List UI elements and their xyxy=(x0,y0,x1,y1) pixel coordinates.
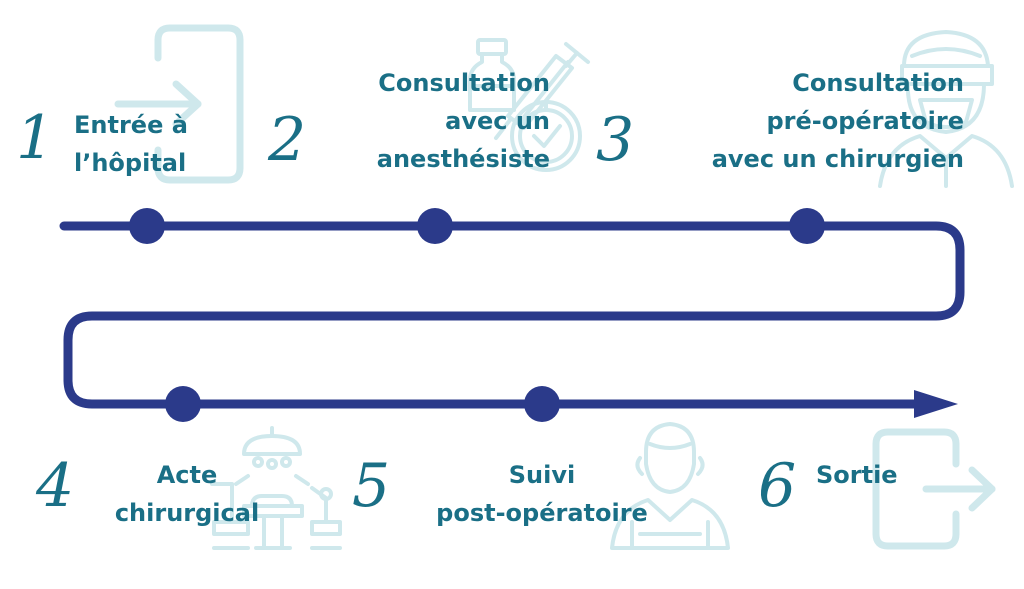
step-marker-2 xyxy=(417,208,453,244)
step-6-line-1: Sortie xyxy=(816,461,898,489)
step-number-3: 3 xyxy=(596,105,635,175)
step-number-6: 6 xyxy=(758,451,797,521)
step-number-2: 2 xyxy=(268,105,307,175)
step-5-line-2: post-opératoire xyxy=(436,499,648,527)
step-2-line-1: Consultation xyxy=(378,69,550,97)
step-marker-1 xyxy=(129,208,165,244)
step-2-line-3: anesthésiste xyxy=(376,145,550,173)
step-number-5: 5 xyxy=(352,451,391,521)
step-marker-4 xyxy=(165,386,201,422)
step-label-2: Consultation avec un anesthésiste xyxy=(314,64,550,178)
step-label-5: Suivi post-opératoire xyxy=(404,456,680,532)
step-1-line-2: l’hôpital xyxy=(74,149,187,177)
step-4-line-1: Acte xyxy=(156,461,218,489)
step-3-line-1: Consultation xyxy=(792,69,964,97)
door-enter-icon xyxy=(114,24,244,184)
step-2-line-2: avec un xyxy=(445,107,550,135)
timeline-arrowhead xyxy=(914,390,958,418)
step-marker-5 xyxy=(524,386,560,422)
step-label-6: Sortie xyxy=(816,456,898,494)
step-3-line-3: avec un chirurgien xyxy=(711,145,964,173)
step-1-line-1: Entrée à xyxy=(74,111,188,139)
door-exit-icon xyxy=(872,428,996,550)
step-3-line-2: pré-opératoire xyxy=(766,107,964,135)
step-number-4: 4 xyxy=(36,451,75,521)
step-4-line-2: chirurgical xyxy=(114,499,260,527)
timeline-track xyxy=(59,221,965,409)
step-5-line-1: Suivi xyxy=(508,461,576,489)
step-label-4: Acte chirurgical xyxy=(94,456,280,532)
operating-room-icon xyxy=(210,426,342,550)
step-label-3: Consultation pré-opératoire avec un chir… xyxy=(652,64,964,178)
patient-icon xyxy=(610,422,730,550)
step-marker-3 xyxy=(789,208,825,244)
surgeon-icon xyxy=(878,30,1014,188)
step-label-1: Entrée à l’hôpital xyxy=(74,106,188,182)
vial-syringe-clock-icon xyxy=(468,38,590,172)
step-number-1: 1 xyxy=(16,103,55,173)
